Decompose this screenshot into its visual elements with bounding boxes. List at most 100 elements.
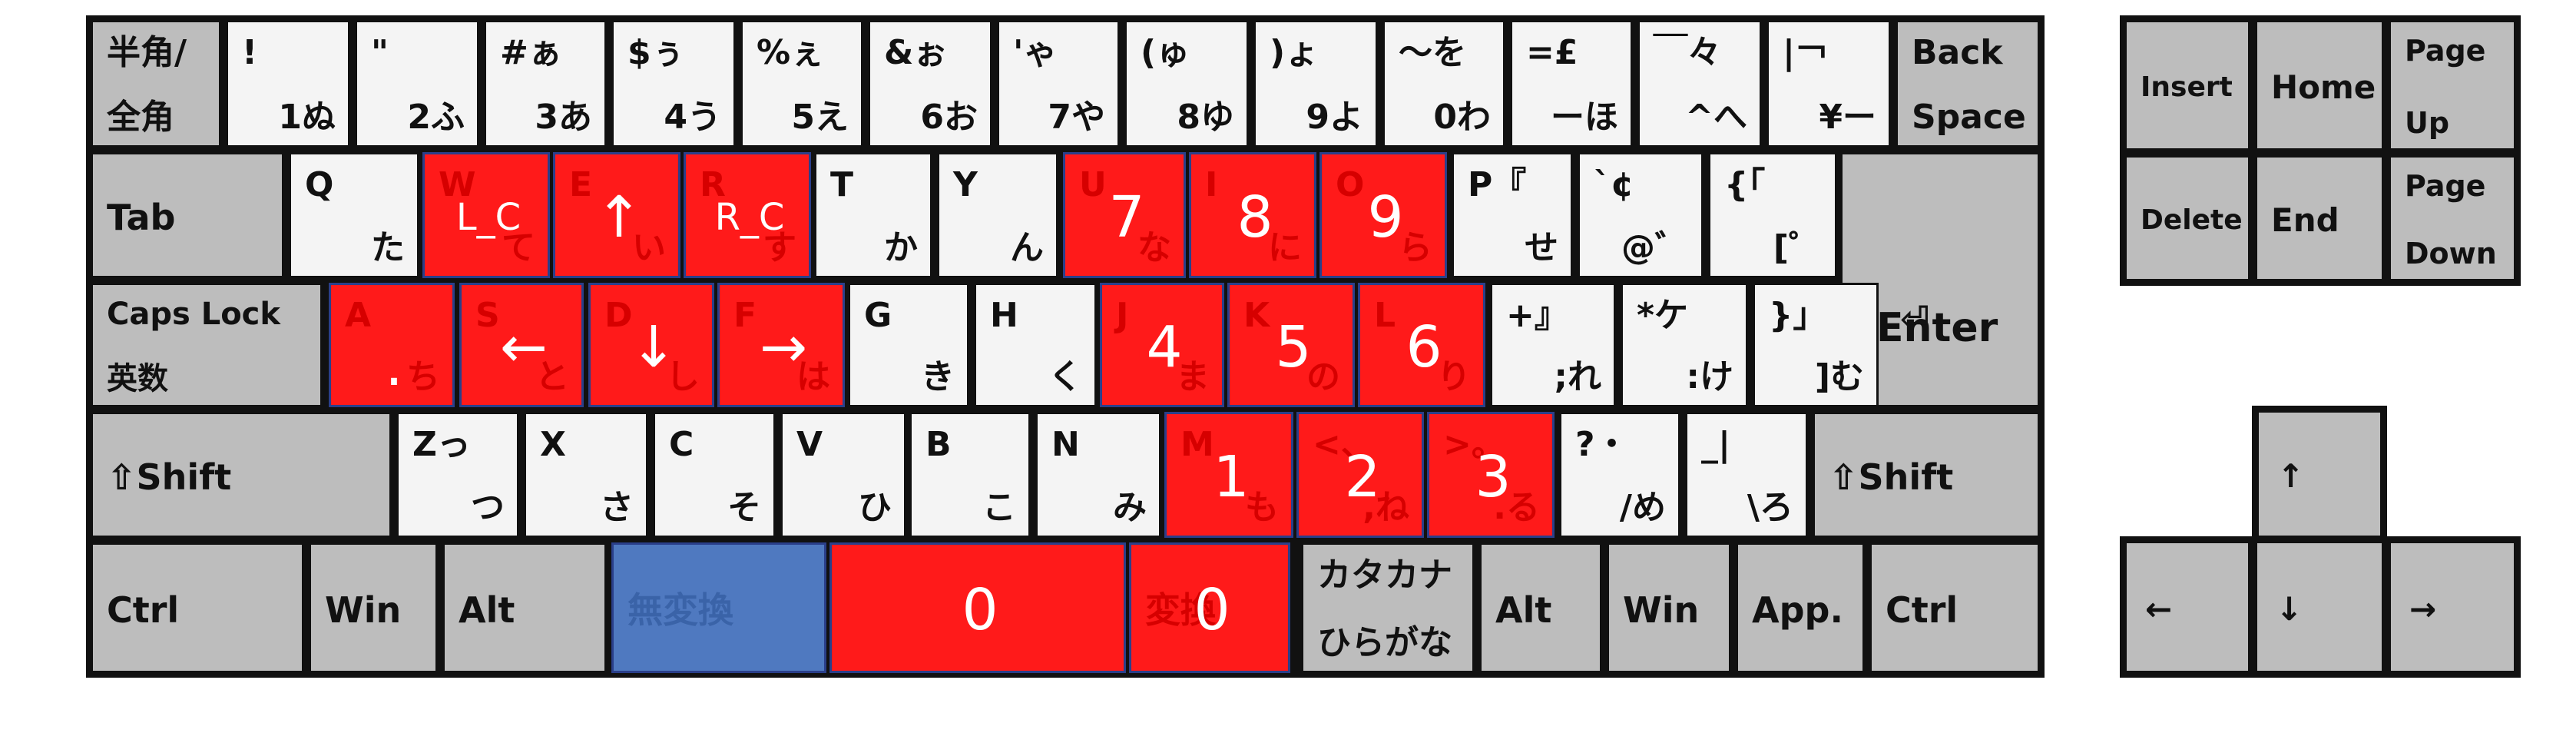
key-yen-label-top: |￢ [1783, 33, 1829, 72]
key-at[interactable]: `¢@゛ [1578, 152, 1704, 278]
key-arrow-right[interactable]: → [2389, 541, 2516, 673]
key-lshift[interactable]: ⇧Shift [91, 412, 392, 538]
key-backspace-label-top: Back [1912, 33, 2003, 72]
key-u-label-top: U [1079, 165, 1107, 204]
key-katakana-label-bottom: ひらがな [1317, 623, 1452, 662]
key-caret-label-top: ￣々 [1654, 33, 1721, 72]
key-ralt[interactable]: Alt [1479, 542, 1602, 673]
key-period-label-top: >。 [1443, 425, 1505, 464]
key-pagedown-label-top: Page [2405, 169, 2486, 203]
key-hankaku[interactable]: 半角/全角 [91, 20, 221, 148]
key-delete[interactable]: Delete [2124, 155, 2250, 281]
key-lwin[interactable]: Win [309, 542, 438, 673]
key-slash[interactable]: ?・/め [1559, 412, 1680, 538]
key-lalt[interactable]: Alt [442, 542, 607, 673]
key-rshift[interactable]: ⇧Shift [1813, 412, 2040, 538]
key-rwin[interactable]: Win [1607, 542, 1731, 673]
key-space[interactable]: 0 [829, 542, 1126, 673]
key-i-label-top: I [1205, 165, 1218, 204]
key-semicolon[interactable]: +』;れ [1490, 283, 1616, 407]
key-p[interactable]: P『せ [1452, 152, 1573, 278]
key-app[interactable]: App. [1736, 542, 1865, 673]
key-2[interactable]: "2ふ [355, 20, 479, 148]
key-o-label-top: O [1336, 165, 1365, 204]
key-muhenkan[interactable]: 無変換 [611, 542, 826, 673]
key-rbracket-label-bottom: ]む [1814, 357, 1864, 396]
key-bracket[interactable]: {「[゜ [1708, 152, 1837, 278]
key-rctrl[interactable]: Ctrl [1869, 542, 2040, 673]
key-j-label-bottom: ま [1176, 357, 1210, 396]
key-minus[interactable]: =£ーほ [1510, 20, 1633, 148]
key-arrow-up[interactable]: ↑ [2256, 410, 2382, 538]
key-arrow-down[interactable]: ↓ [2255, 541, 2384, 673]
key-1[interactable]: !1ぬ [226, 20, 350, 148]
key-yen[interactable]: |￢¥ー [1766, 20, 1891, 148]
key-d-label-bottom: し [666, 357, 700, 396]
key-bracket-label-top: {「 [1724, 165, 1766, 204]
key-backslash[interactable]: _|\ろ [1685, 412, 1808, 538]
key-e-mapped-label: ↑ [594, 184, 643, 250]
key-end[interactable]: End [2255, 155, 2384, 281]
key-lctrl[interactable]: Ctrl [91, 542, 304, 673]
key-5-label-top: %ぇ [757, 33, 825, 72]
key-colon[interactable]: *ケ:け [1621, 283, 1748, 407]
key-q-label-top: Q [305, 165, 334, 204]
key-a-mapped-label: . [385, 333, 403, 399]
key-comma-mapped-label: 2 [1344, 444, 1381, 510]
key-n-label-bottom: み [1113, 488, 1147, 527]
key-z[interactable]: Zっつ [396, 412, 519, 538]
key-at-label-bottom: @゛ [1621, 228, 1689, 267]
key-katakana[interactable]: カタカナひらがな [1301, 542, 1475, 673]
enter-return-icon: ⏎ [1900, 298, 1930, 340]
key-m-label-top: M [1180, 425, 1214, 464]
key-g-label-top: G [864, 296, 892, 335]
key-arrow-left[interactable]: ← [2124, 541, 2250, 673]
key-ralt-label-top: Alt [1495, 589, 1552, 631]
key-home[interactable]: Home [2255, 20, 2384, 151]
key-tab[interactable]: Tab [91, 152, 284, 278]
key-caret[interactable]: ￣々^へ [1637, 20, 1762, 148]
key-f-mapped-label: → [759, 314, 807, 380]
key-insert[interactable]: Insert [2124, 20, 2250, 151]
key-rbracket[interactable]: }」]む [1753, 283, 1879, 407]
